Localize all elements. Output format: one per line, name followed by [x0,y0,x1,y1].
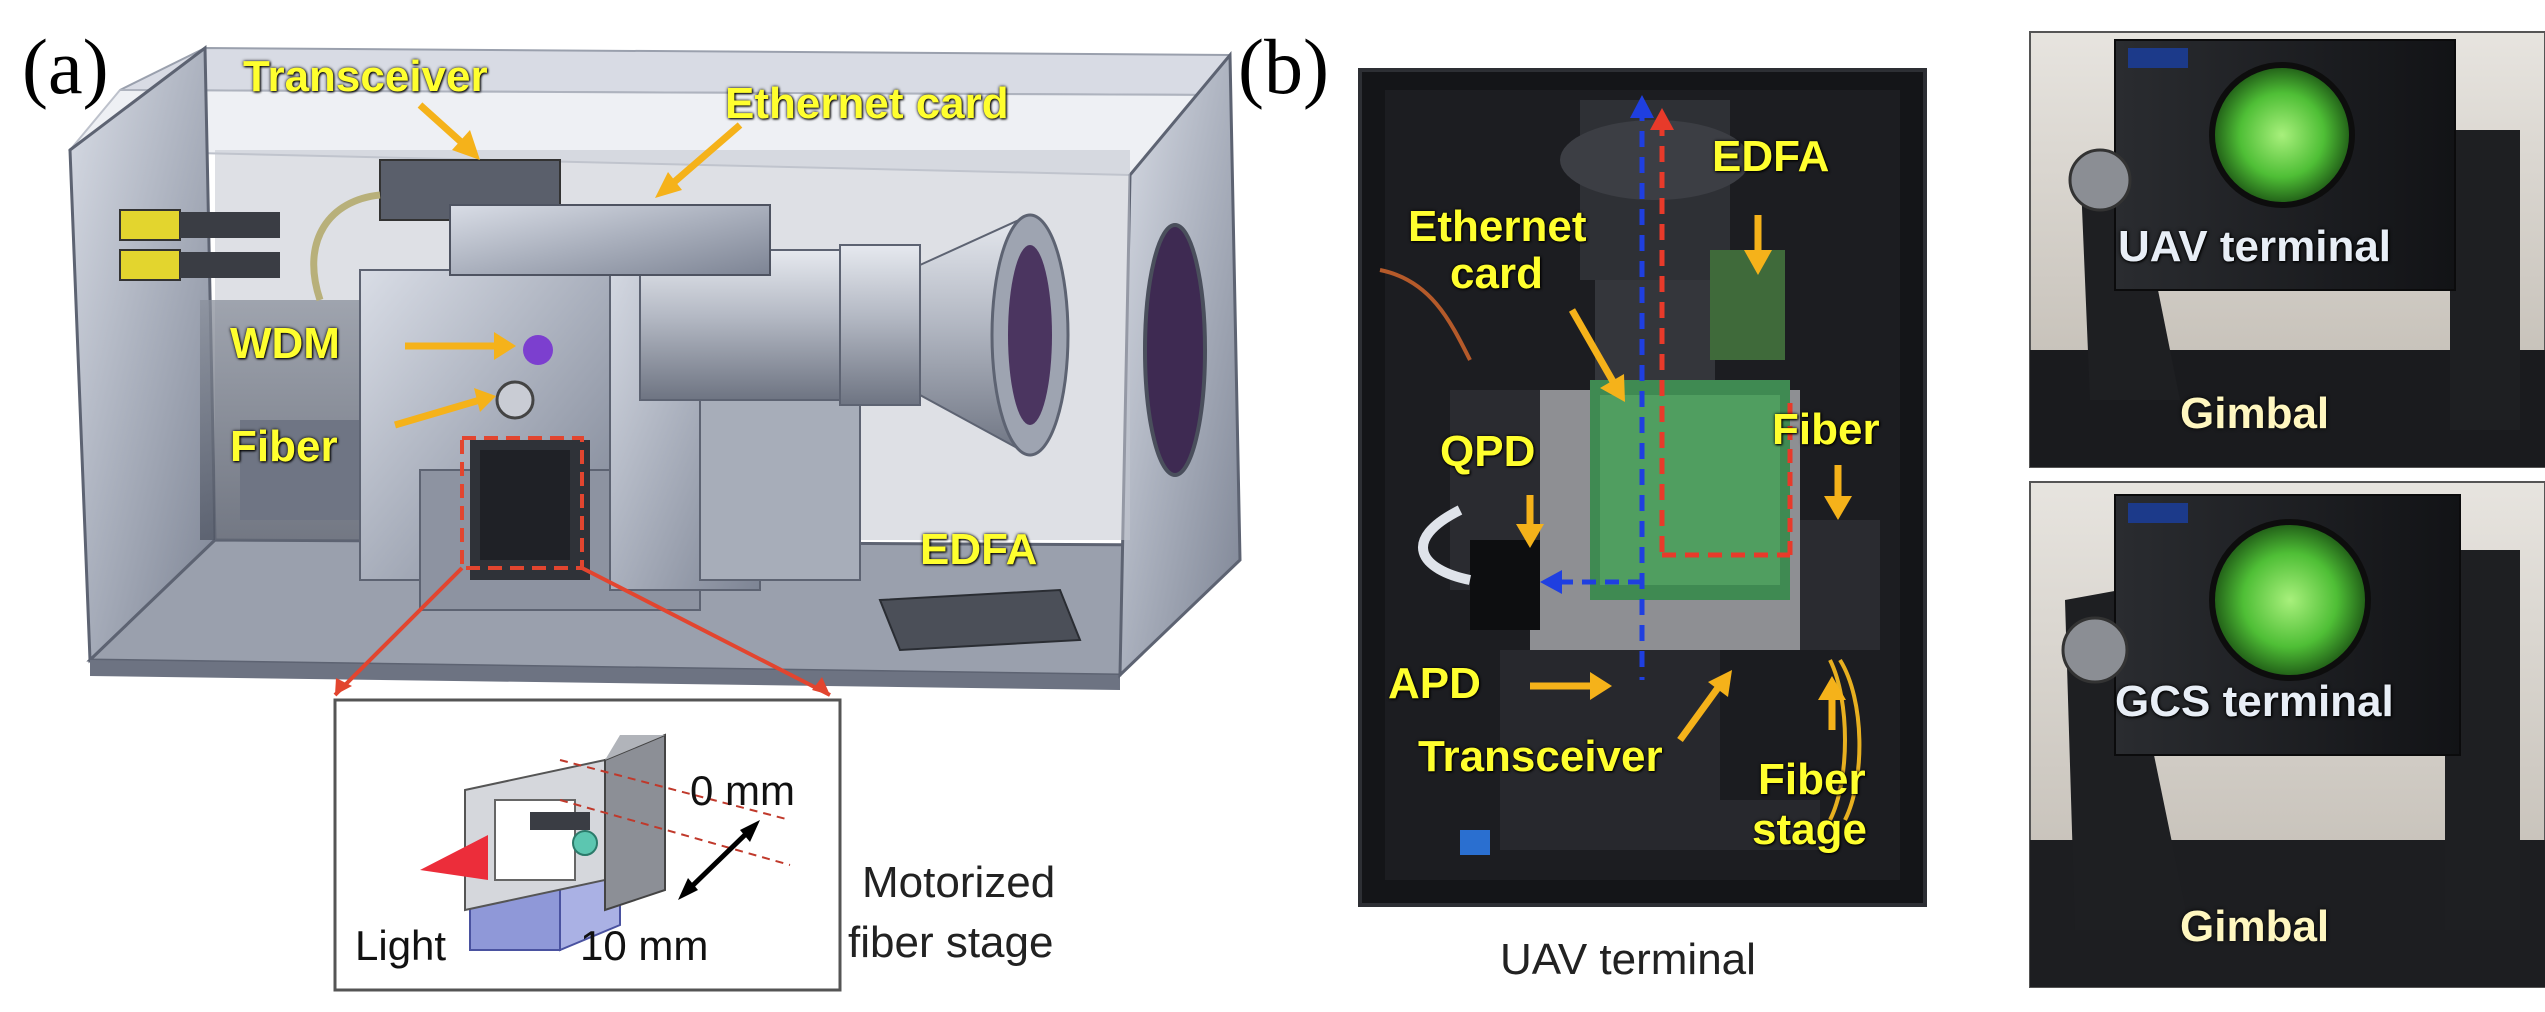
photo-label-gimbal-bottom: Gimbal [2180,902,2330,951]
label-a-edfa: EDFA [920,525,1038,574]
label-b-fiber-stage-line2: stage [1752,805,1867,854]
label-b-edfa: EDFA [1712,132,1830,181]
label-a-wdm: WDM [230,319,340,368]
annotation-arrows-b [1516,215,1852,743]
zoom-line-right [581,566,831,697]
label-b-apd: APD [1388,659,1481,708]
caption-uav-terminal: UAV terminal [1500,935,1756,984]
label-a-fiber: Fiber [230,422,338,471]
annotation-arrows-a [394,102,743,429]
label-a-transceiver: Transceiver [243,52,488,101]
fiber-stage-inset [333,698,842,992]
panel-b-letter: (b) [1238,23,1329,110]
cad-enclosure [67,45,1242,690]
uav-terminal-photo [1358,68,1927,907]
caption-motorized: Motorized [862,858,1056,907]
photo-label-gcs-terminal: GCS terminal [2115,677,2394,726]
label-b-fiber: Fiber [1772,405,1880,454]
zoom-line-left [333,566,464,697]
photo-label-uav-terminal: UAV terminal [2118,222,2392,271]
inset-label-light: Light [355,922,447,969]
label-b-fiber-stage-line1: Fiber [1758,755,1866,804]
label-b-qpd: QPD [1440,427,1536,476]
uav-terminal-gimbal-photo [2029,31,2545,468]
inset-label-zero-mm: 0 mm [690,767,795,814]
label-b-ethernet-line1: Ethernet [1408,202,1587,251]
caption-fiber-stage: fiber stage [848,918,1054,967]
gcs-terminal-gimbal-photo [2029,481,2545,988]
panel-a-letter: (a) [22,23,109,110]
zoom-box [460,436,584,570]
label-b-ethernet-line2: card [1450,249,1543,298]
inset-label-ten-mm: 10 mm [580,922,709,969]
label-b-transceiver: Transceiver [1418,732,1663,781]
photo-label-gimbal-top: Gimbal [2180,389,2330,438]
label-a-ethernet-card: Ethernet card [725,79,1009,128]
